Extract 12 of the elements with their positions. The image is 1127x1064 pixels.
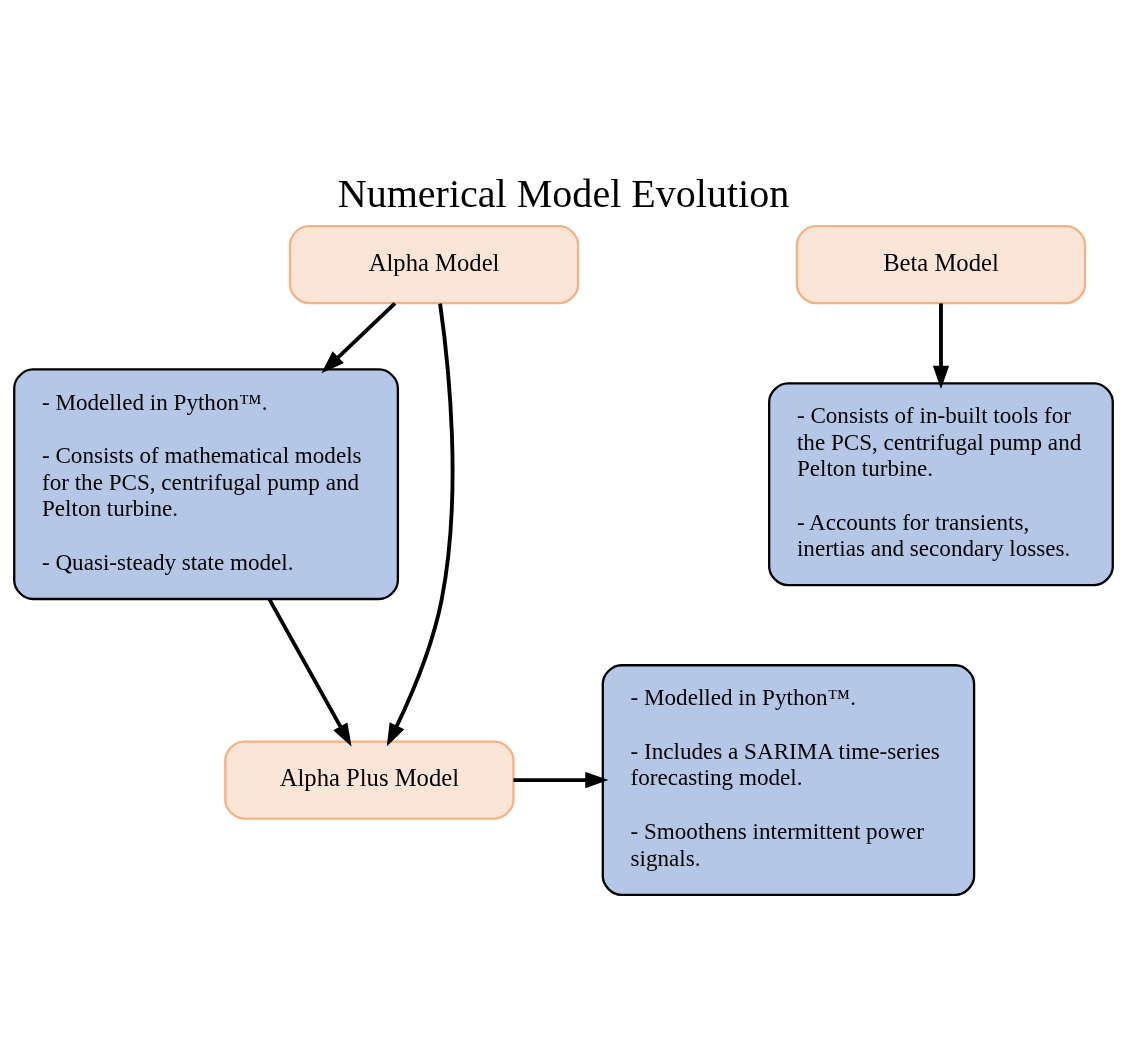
node-box: Alpha Model [288, 225, 580, 305]
arrow [386, 303, 455, 747]
diagram-title: Numerical Model Evolution [337, 171, 790, 217]
arrow [267, 598, 352, 747]
arrow [321, 302, 397, 374]
node-box: - Modelled in Python™. - Includes a SARIMA time-series forecasting model. - Smoothens intermittent power signals. [601, 664, 976, 896]
node-box: Beta Model [795, 225, 1087, 305]
arrow [932, 303, 950, 389]
node-box: Alpha Plus Model [224, 740, 515, 820]
node-box: - Modelled in Python™. - Consists of mathematical models for the PCS, centrifugal pump and Pelton turbine. - Quasi-steady state model. [13, 368, 400, 601]
node-box: - Consists of in-built tools for the PCS, centrifugal pump and Pelton turbine. - Accounts for transients, inertias and secondary losses. [768, 382, 1114, 587]
arrow [513, 771, 609, 789]
